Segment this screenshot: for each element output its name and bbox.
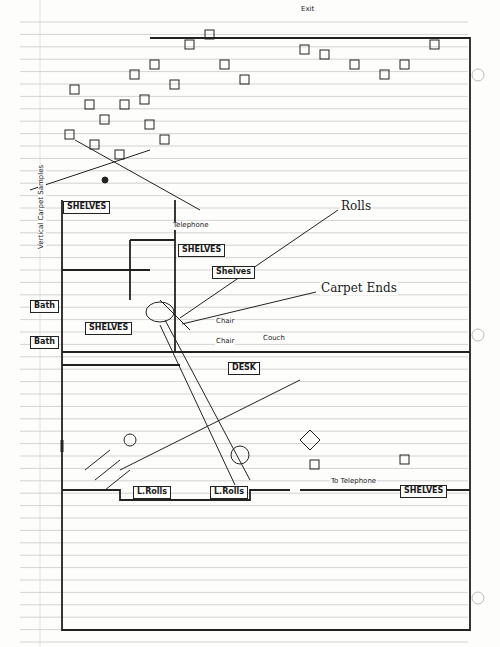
labelled-box: Shelves xyxy=(212,266,255,279)
labelled-box: Bath xyxy=(30,300,59,313)
box-text: SHELVES xyxy=(182,246,221,255)
labelled-box: L.Rolls xyxy=(210,486,248,499)
labelled-box: Bath xyxy=(30,336,59,349)
labelled-box: SHELVES xyxy=(63,201,110,214)
sketch-label: Telephone xyxy=(172,222,210,230)
box-text: SHELVES xyxy=(67,203,106,212)
sketch-label: Couch xyxy=(262,335,286,343)
box-text: L.Rolls xyxy=(214,488,244,497)
box-text: Bath xyxy=(34,302,55,311)
sketch-label: Rolls xyxy=(340,200,372,213)
labelled-box: L.Rolls xyxy=(133,486,171,499)
sketch-label: Chair xyxy=(215,318,235,326)
box-text: SHELVES xyxy=(404,487,443,496)
sketch-label: Exit xyxy=(300,6,315,14)
sketch-label: Vertical Carpet Samples xyxy=(38,164,46,250)
box-text: L.Rolls xyxy=(137,488,167,497)
sketch-label: Carpet Ends xyxy=(320,282,398,295)
labelled-box: SHELVES xyxy=(178,244,225,257)
labelled-box: DESK xyxy=(228,362,260,375)
labelled-box: SHELVES xyxy=(85,322,132,335)
box-text: DESK xyxy=(232,364,256,373)
box-text: SHELVES xyxy=(89,324,128,333)
box-text: Shelves xyxy=(216,268,251,277)
sketch-label: To Telephone xyxy=(330,478,377,486)
box-text: Bath xyxy=(34,338,55,347)
labelled-box: SHELVES xyxy=(400,485,447,498)
sketch-label: Chair xyxy=(215,338,235,346)
